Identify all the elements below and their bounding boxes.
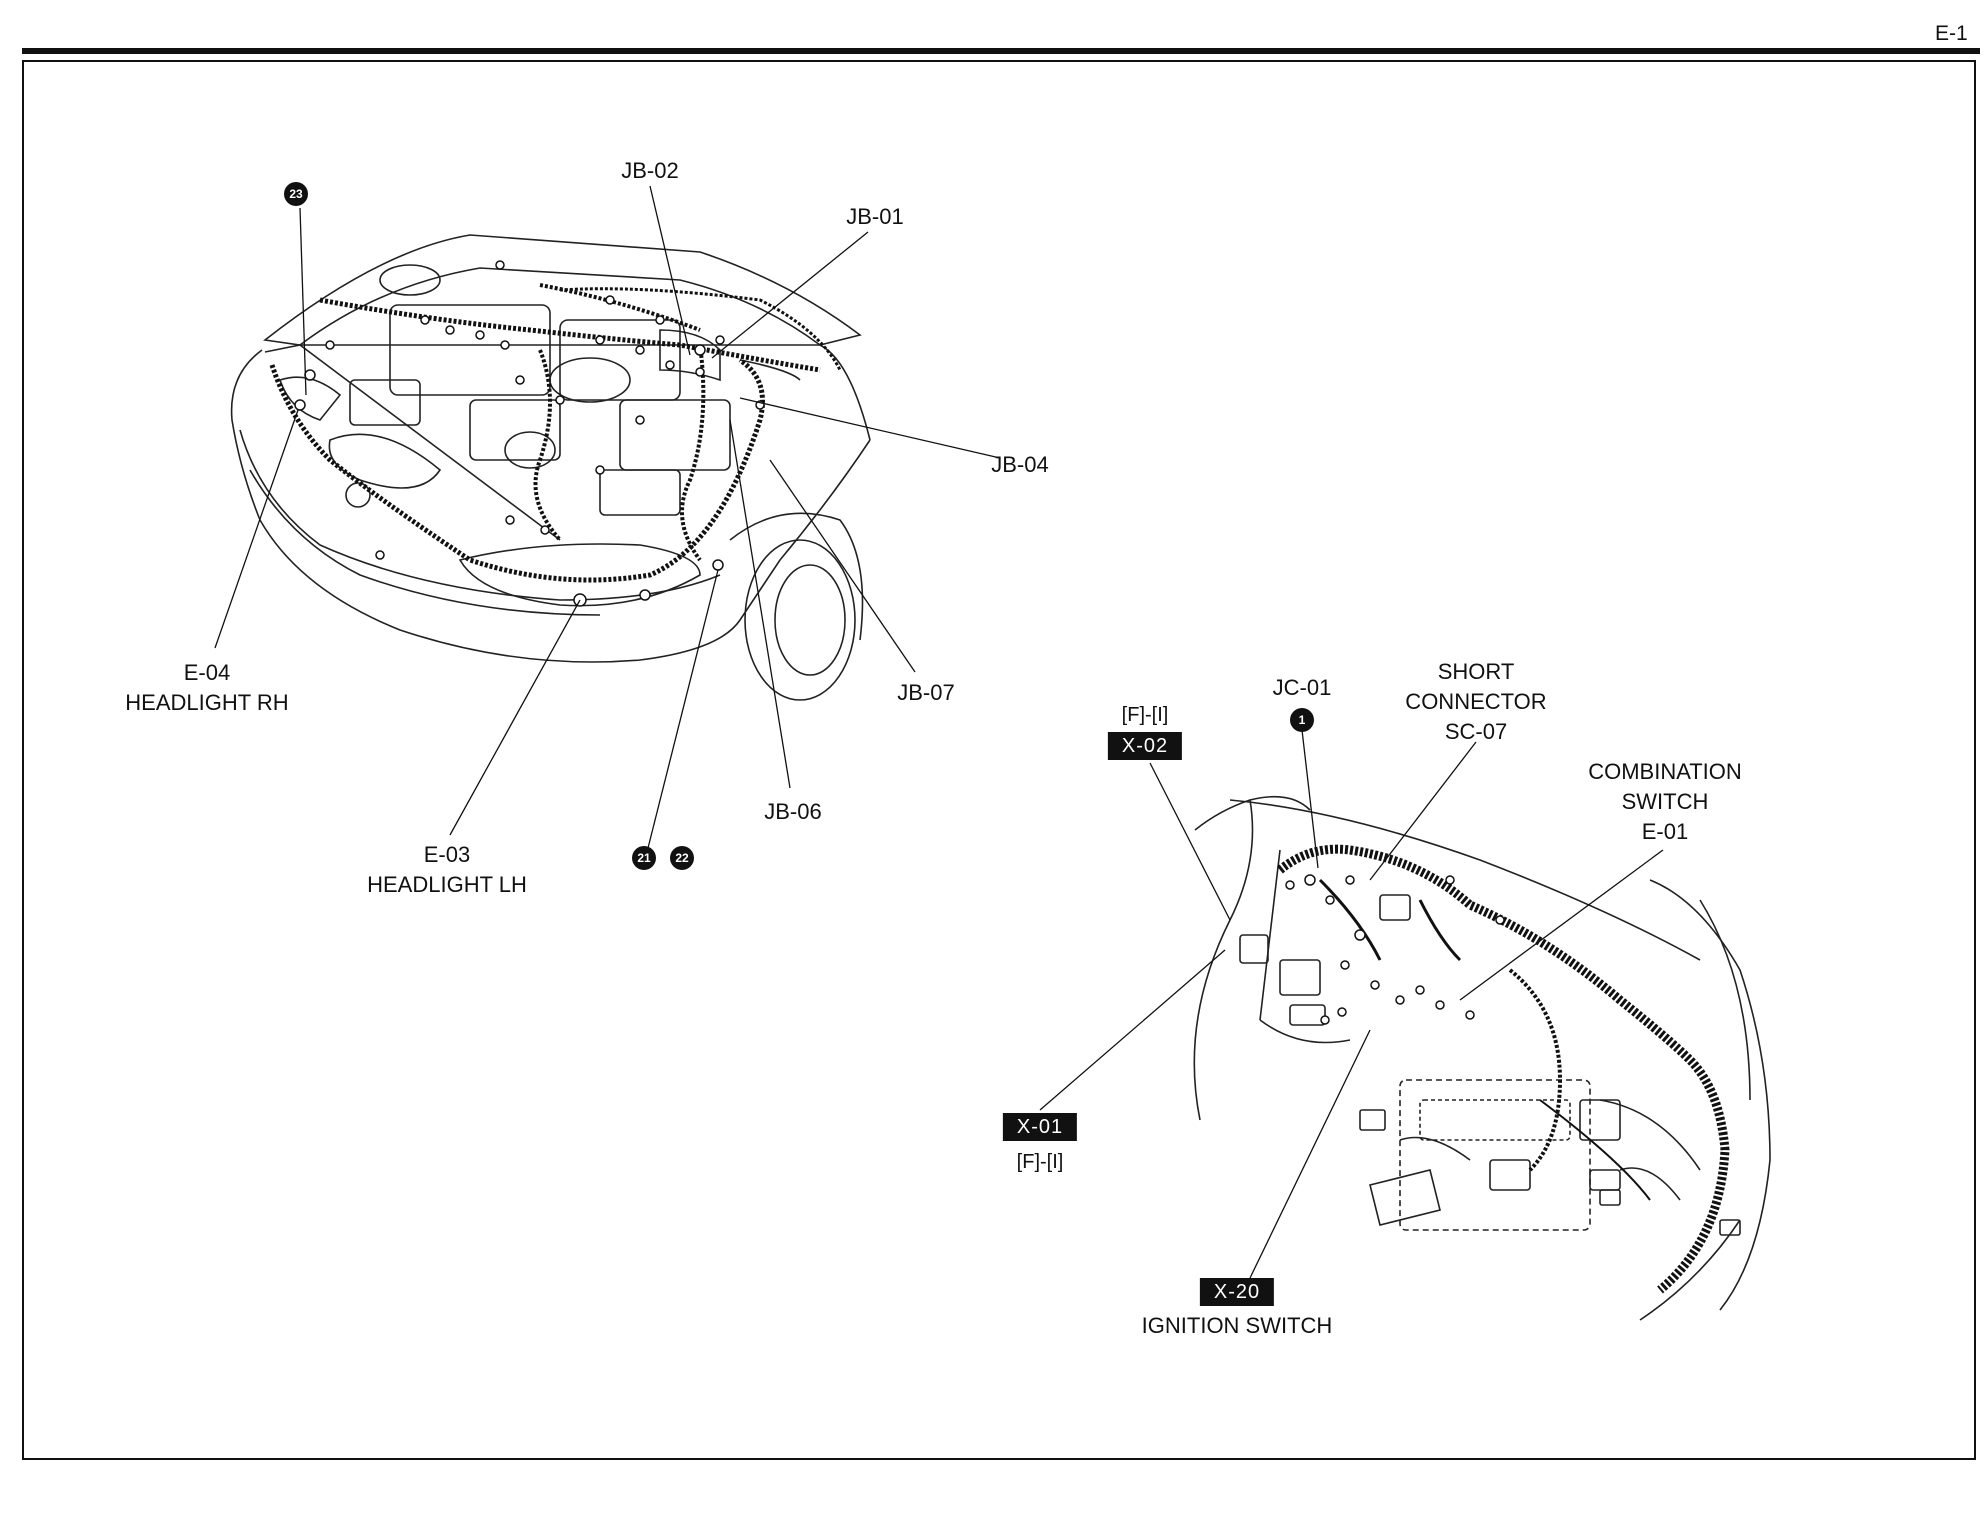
x01-range: [F]-[I] [1016, 1151, 1064, 1173]
label-headlight-lh: E-03 HEADLIGHT LH [367, 840, 527, 900]
label-jb-04: JB-04 [991, 452, 1049, 477]
short-connector-line2: CONNECTOR [1405, 689, 1547, 714]
tag-x-02: X-02 [1107, 732, 1183, 760]
ground-ref-22: 22 [670, 846, 694, 870]
label-jb-02: JB-02 [621, 158, 679, 183]
short-connector-line1: SHORT [1437, 659, 1515, 684]
label-ignition-switch: IGNITION SWITCH [1141, 1313, 1333, 1338]
label-jb-06: JB-06 [764, 799, 822, 824]
dash-leader-lines [1039, 729, 1664, 1279]
diagram-frame [22, 60, 1976, 1460]
dash-drawing [1193, 795, 1771, 1321]
engine-connector-dots [294, 260, 765, 607]
engine-harness [269, 283, 842, 583]
label-jb-01: JB-01 [846, 204, 904, 229]
headlight-lh-code: E-03 [423, 842, 471, 867]
combination-switch-line2: SWITCH [1621, 789, 1709, 814]
ground-ref-23: 23 [284, 182, 308, 206]
label-jb-07: JB-07 [897, 680, 955, 705]
label-short-connector: SHORT CONNECTOR SC-07 [1405, 657, 1546, 747]
engine-bay-drawing [230, 234, 871, 701]
ground-ref-21: 21 [632, 846, 656, 870]
ground-ref-1: 1 [1290, 708, 1314, 732]
page-number: E-1 [1935, 22, 1968, 45]
combination-switch-line1: COMBINATION [1588, 759, 1742, 784]
x02-range: [F]-[I] [1121, 704, 1169, 726]
short-connector-code: SC-07 [1444, 719, 1508, 744]
engine-leader-lines [214, 185, 1001, 849]
dash-connector-dots [1285, 874, 1505, 1025]
headlight-rh-code: E-04 [183, 660, 231, 685]
label-headlight-rh: E-04 HEADLIGHT RH [125, 658, 288, 718]
tag-x-20: X-20 [1199, 1278, 1275, 1306]
combination-switch-code: E-01 [1641, 819, 1689, 844]
dash-harness [1277, 844, 1730, 1294]
headlight-rh-name: HEADLIGHT RH [125, 690, 289, 715]
headlight-lh-name: HEADLIGHT LH [367, 872, 527, 897]
label-jc-01: JC-01 [1272, 675, 1332, 700]
label-combination-switch: COMBINATION SWITCH E-01 [1588, 757, 1742, 847]
header-rule [22, 48, 1980, 54]
tag-x-01: X-01 [1002, 1113, 1078, 1141]
